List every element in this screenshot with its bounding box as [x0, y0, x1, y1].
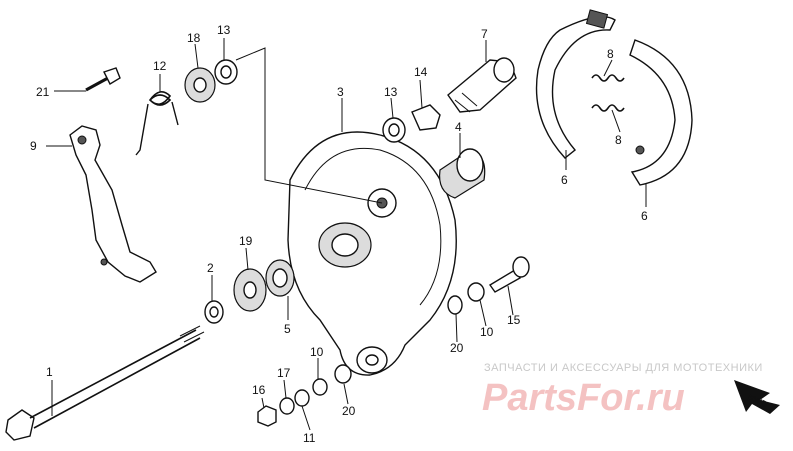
part-washer-17 [279, 397, 295, 415]
part-washer-top [214, 59, 238, 85]
callout-11: 11 [303, 431, 316, 445]
part-shoe-spring-lower [591, 104, 625, 112]
part-oring-20-upper [447, 295, 463, 315]
callout-16: 16 [252, 383, 266, 397]
part-brake-panel [287, 131, 457, 376]
callout-10-upper: 10 [480, 325, 494, 339]
part-torsion-spring [135, 91, 179, 156]
part-nut-16 [257, 405, 277, 427]
callout-6-left: 6 [561, 173, 568, 187]
callout-21: 21 [36, 85, 50, 99]
callout-14: 14 [414, 65, 428, 79]
callout-5: 5 [284, 322, 291, 336]
part-collar-11 [294, 389, 310, 407]
leader-lines [46, 38, 647, 431]
part-brake-cam [447, 57, 517, 113]
part-bushing [438, 148, 486, 199]
part-shoe-spring-upper [591, 74, 625, 82]
part-washer-mid [382, 117, 406, 143]
part-spacer [204, 300, 224, 324]
callout-10-lower: 10 [310, 345, 324, 359]
callout-labels: 1 2 3 4 5 6 6 7 8 8 9 10 10 11 12 13 13 … [30, 23, 648, 445]
leader-line-13 [235, 47, 383, 204]
callout-8-lower: 8 [615, 133, 622, 147]
watermark-logo: PartsFor.ru [482, 377, 685, 419]
part-oring-20-lower [334, 364, 352, 384]
callout-2: 2 [207, 261, 214, 275]
part-collar [265, 259, 295, 297]
part-bolt-10-lower [312, 378, 328, 396]
callout-1: 1 [46, 365, 53, 379]
callout-13-top: 13 [217, 23, 231, 37]
fwd-arrow: FWD [734, 380, 780, 414]
part-axle-bolt [5, 325, 205, 441]
part-dust-seal [233, 268, 267, 312]
part-collar-10-upper [467, 282, 485, 302]
callout-12: 12 [153, 59, 167, 73]
callout-18: 18 [187, 31, 201, 45]
part-brake-arm [69, 125, 157, 283]
part-stud-bolt [488, 256, 530, 293]
part-small-bolt [85, 67, 121, 92]
callout-4: 4 [455, 120, 462, 134]
watermark-subtitle: ЗАПЧАСТИ И АКСЕССУАРЫ ДЛЯ МОТОТЕХНИКИ [484, 362, 763, 374]
callout-7: 7 [481, 27, 488, 41]
callout-17: 17 [277, 366, 291, 380]
part-brake-shoe-right [629, 39, 693, 186]
callout-20-upper: 20 [450, 341, 464, 355]
callout-20-lower: 20 [342, 404, 356, 418]
callout-15: 15 [507, 313, 521, 327]
part-indicator-plate [411, 104, 441, 131]
callout-19: 19 [239, 234, 253, 248]
callout-6-right: 6 [641, 209, 648, 223]
part-seal [184, 67, 216, 103]
part-brake-shoe-left [535, 9, 616, 159]
callout-13-mid: 13 [384, 85, 398, 99]
callout-8-upper: 8 [607, 47, 614, 61]
callout-3: 3 [337, 85, 344, 99]
callout-9: 9 [30, 139, 37, 153]
